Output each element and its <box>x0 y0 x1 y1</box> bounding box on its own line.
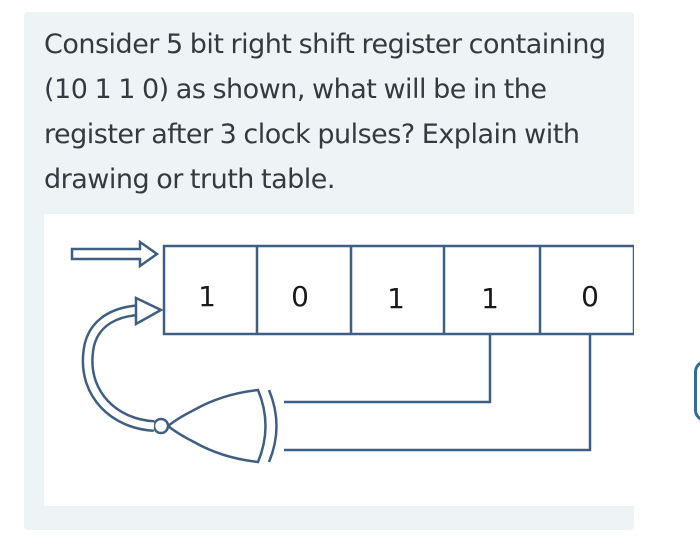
clock-input-arrow <box>70 239 160 269</box>
feedback-line-bit5 <box>284 334 592 452</box>
register-bit-3: 1 <box>387 282 405 315</box>
feedback-arrow-fill <box>84 306 155 430</box>
register-bit-1: 1 <box>198 280 216 313</box>
xnor-inversion-bubble <box>152 417 170 435</box>
shift-register-diagram: 1 0 1 1 0 <box>44 214 634 506</box>
register-box <box>162 244 634 336</box>
question-text: Consider 5 bit right shift register cont… <box>44 29 606 195</box>
feedback-arrow-head <box>134 296 164 327</box>
feedback-line-bit4 <box>284 334 492 404</box>
register-bit-2: 0 <box>291 280 309 313</box>
register-bit-4: 1 <box>481 282 499 315</box>
xnor-gate <box>165 388 267 464</box>
xnor-extra-curve <box>267 389 278 463</box>
side-floating-button[interactable] <box>694 360 700 422</box>
register-bit-5: 0 <box>581 280 599 313</box>
diagram-svg: 1 0 1 1 0 <box>70 239 634 464</box>
